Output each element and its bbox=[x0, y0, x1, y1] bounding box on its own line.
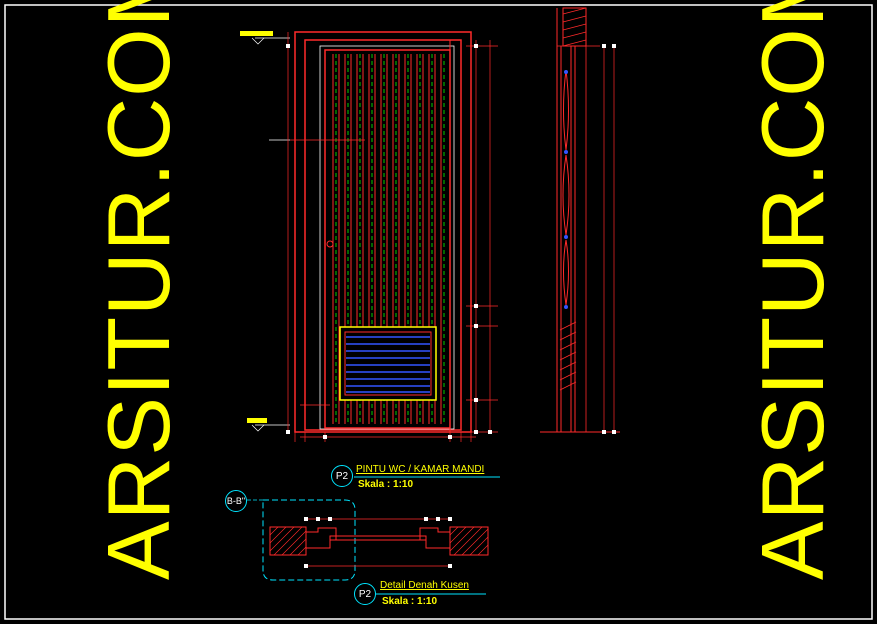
watermark-left: ARSITUR.COM bbox=[89, 0, 188, 580]
drawing-title: PINTU WC / KAMAR MANDI bbox=[356, 464, 485, 475]
door-grooves bbox=[332, 54, 445, 424]
section-mark-bubble: B-B" bbox=[225, 490, 247, 512]
door-side-section bbox=[540, 7, 620, 434]
frame-plan-detail bbox=[247, 499, 489, 581]
detail-tag-bubble: P2 bbox=[354, 583, 376, 605]
door-frame-outer bbox=[294, 31, 472, 433]
dimension-lines bbox=[287, 32, 498, 442]
door-leaf-plan bbox=[329, 535, 427, 541]
watermark-right: ARSITUR.COM bbox=[743, 0, 842, 580]
drawing-tag-bubble: P2 bbox=[331, 465, 353, 487]
section-mark: B-B" bbox=[226, 496, 246, 506]
door-handle bbox=[326, 240, 334, 248]
drawing-scale: Skala : 1:10 bbox=[358, 479, 414, 490]
sheet-border bbox=[4, 4, 873, 620]
detail-scale: Skala : 1:10 bbox=[382, 596, 438, 607]
door-frame-inner bbox=[304, 39, 462, 431]
vent-louver bbox=[339, 326, 437, 401]
level-marker-bottom bbox=[247, 418, 267, 423]
detail-tag: P2 bbox=[358, 588, 372, 600]
drawing-tag: P2 bbox=[335, 470, 349, 482]
detail-callout bbox=[262, 499, 356, 581]
detail-title: Detail Denah Kusen bbox=[380, 580, 469, 591]
level-marker-top bbox=[240, 31, 273, 36]
dimension-ticks bbox=[286, 44, 492, 439]
door-elevation bbox=[240, 31, 498, 442]
